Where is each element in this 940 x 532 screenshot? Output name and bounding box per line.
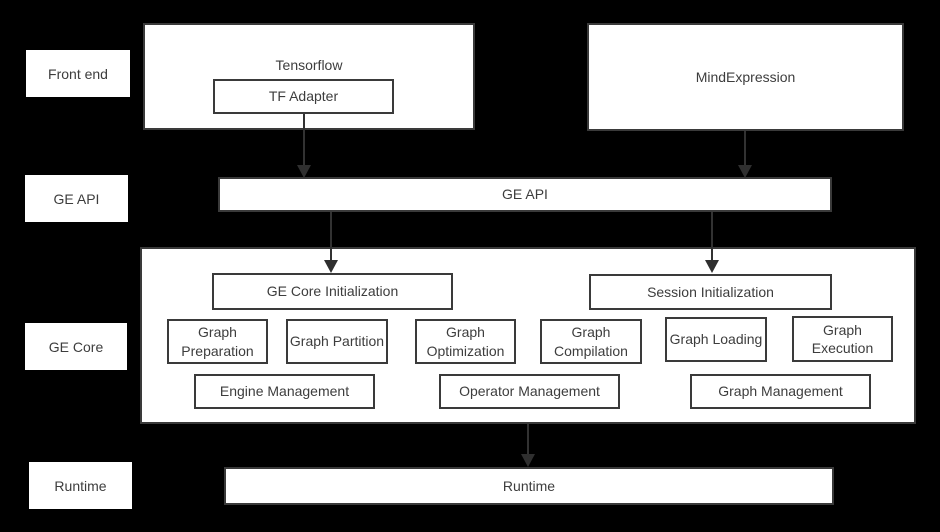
graph-preparation-box: Graph Preparation xyxy=(167,319,268,364)
row-label-front-end: Front end xyxy=(26,50,130,97)
arrow-mindexpression-to-ge-api xyxy=(738,131,752,178)
operator-management-box: Operator Management xyxy=(439,374,620,409)
ge-api-bar: GE API xyxy=(218,177,832,212)
arrow-ge-core-to-runtime xyxy=(521,424,535,467)
row-label-ge-core: GE Core xyxy=(25,323,127,370)
runtime-bar: Runtime xyxy=(224,467,834,505)
arrow-tf-adapter-to-ge-api xyxy=(297,114,311,178)
arrow-ge-api-to-session-initialization xyxy=(705,212,719,273)
row-label-ge-api: GE API xyxy=(25,175,128,222)
graph-partition-box: Graph Partition xyxy=(286,319,388,364)
ge-core-initialization-box: GE Core Initialization xyxy=(212,273,453,310)
graph-compilation-box: Graph Compilation xyxy=(540,319,642,364)
tf-adapter-box: TF Adapter xyxy=(213,79,394,114)
row-label-runtime: Runtime xyxy=(29,462,132,509)
mindexpression-box: MindExpression xyxy=(587,23,904,131)
arrow-ge-api-to-ge-core-initialization xyxy=(324,212,338,273)
graph-management-box: Graph Management xyxy=(690,374,871,409)
session-initialization-box: Session Initialization xyxy=(589,274,832,310)
graph-execution-box: Graph Execution xyxy=(792,316,893,362)
engine-management-box: Engine Management xyxy=(194,374,375,409)
graph-optimization-box: Graph Optimization xyxy=(415,319,516,364)
tensorflow-title: Tensorflow xyxy=(275,57,343,73)
graph-loading-box: Graph Loading xyxy=(665,317,767,362)
